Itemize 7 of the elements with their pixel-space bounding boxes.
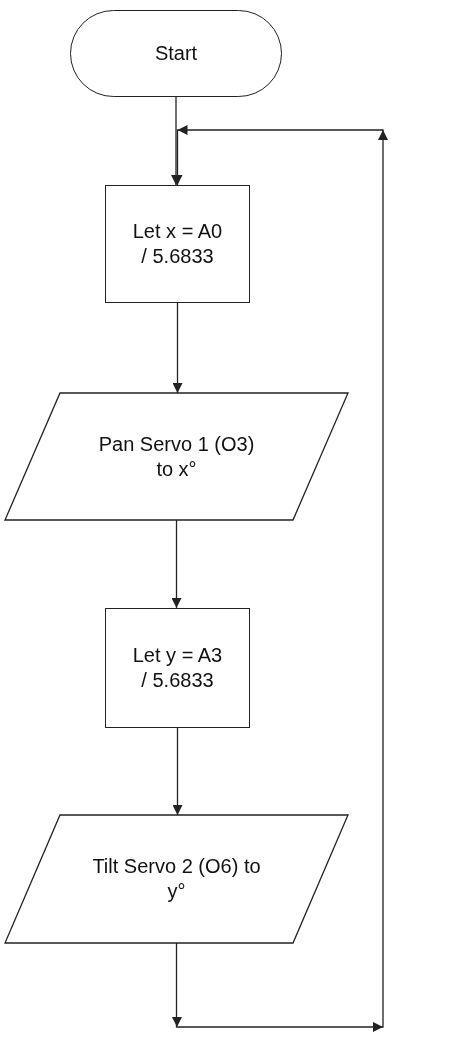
node-label: Pan Servo 1 (O3) to x° <box>97 431 256 482</box>
process-box <box>105 608 250 728</box>
process-box <box>105 185 250 303</box>
node-label: Let x = A0 / 5.6833 <box>131 219 224 269</box>
node-label: Start <box>154 41 198 66</box>
node-label: Let y = A3 / 5.6833 <box>131 643 224 693</box>
node-label: Tilt Servo 2 (O6) to y° <box>91 854 262 904</box>
